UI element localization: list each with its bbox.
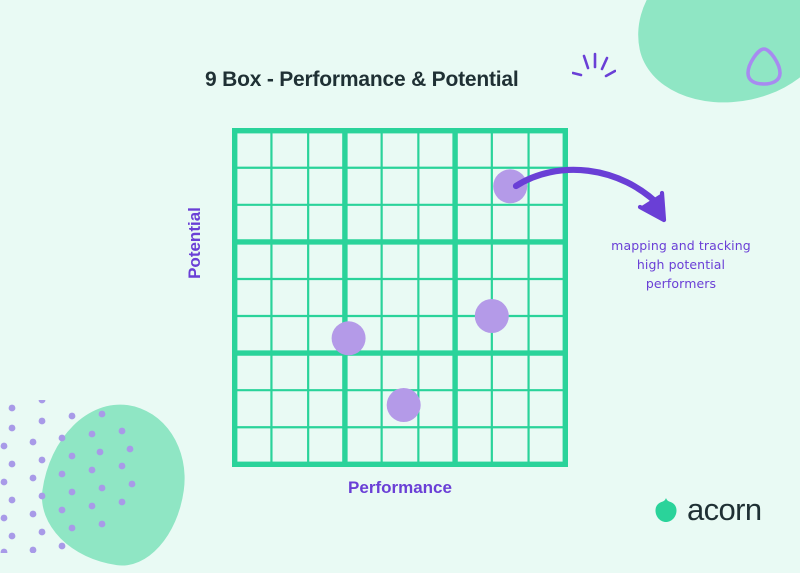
axis-label-performance: Performance: [348, 478, 452, 497]
nine-box-grid-svg: [232, 128, 568, 467]
blob-bottom-left-shape: [33, 395, 195, 573]
acorn-logo-text: acorn: [687, 492, 762, 527]
triangle-outline-icon: [746, 47, 782, 86]
scatter-point[interactable]: [386, 388, 421, 422]
acorn-logo[interactable]: acorn: [654, 492, 762, 527]
scatter-point[interactable]: [493, 169, 528, 204]
callout-line-1: mapping and tracking: [611, 238, 751, 253]
grid-major-lines: [234, 130, 566, 465]
scatter-point[interactable]: [331, 321, 366, 356]
scatter-points: [331, 169, 528, 422]
callout-text: mapping and tracking high potential perf…: [588, 236, 774, 293]
page-title: 9 Box - Performance & Potential: [205, 68, 519, 91]
axis-label-potential: Potential: [185, 207, 204, 279]
callout-line-3: performers: [645, 276, 717, 291]
dot-field-bottom-left-icon: [0, 400, 136, 553]
grid-outer-border: [232, 128, 568, 467]
nine-box-grid[interactable]: [232, 128, 568, 467]
grid-minor-lines: [234, 130, 566, 465]
sparkle-burst-icon: [572, 52, 616, 78]
curved-arrow-icon: [512, 166, 667, 223]
blob-top-right-shape: [621, 0, 800, 121]
scatter-point[interactable]: [474, 299, 509, 333]
callout-line-2: high potential: [636, 257, 726, 272]
acorn-leaf-icon: [655, 498, 677, 522]
